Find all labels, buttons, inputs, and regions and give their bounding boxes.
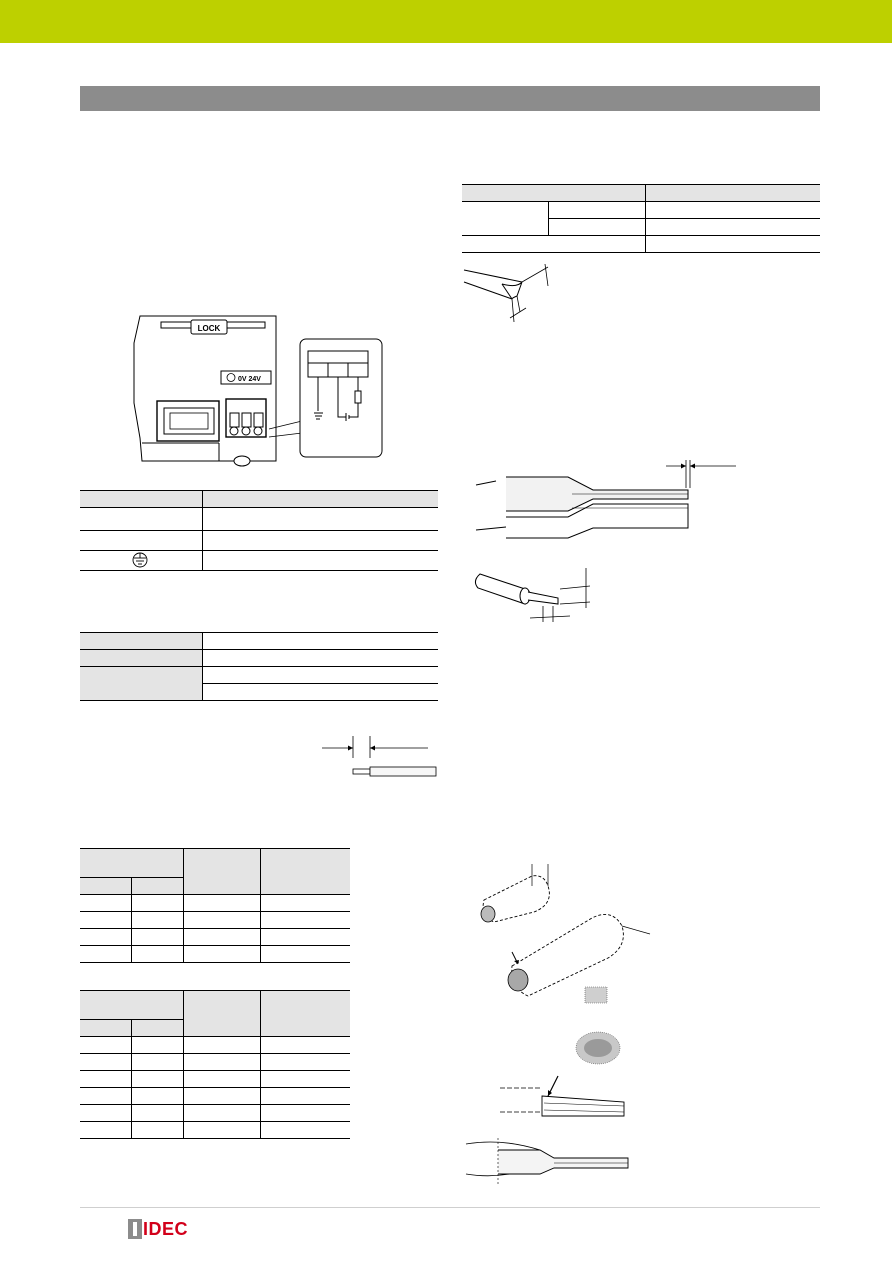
insertion-figure-1 bbox=[500, 1075, 625, 1117]
insertion-figure-2 bbox=[465, 1138, 629, 1184]
logo-mark-icon bbox=[128, 1219, 142, 1239]
brand-name: IDEC bbox=[143, 1219, 189, 1239]
ferrule-table-2 bbox=[80, 990, 350, 1139]
ground-icon bbox=[132, 552, 148, 568]
strip-length-figure bbox=[322, 736, 437, 777]
footer-divider bbox=[80, 1207, 820, 1208]
brand-logo: IDEC bbox=[128, 1219, 188, 1239]
wire-spec-table bbox=[80, 632, 438, 701]
crimped-ferrule-figure bbox=[480, 864, 651, 997]
screwdriver-figure bbox=[463, 263, 549, 323]
terminal-label: 0V 24V bbox=[238, 376, 261, 383]
lock-label: LOCK bbox=[198, 324, 221, 333]
wire-cross-section-small bbox=[584, 986, 608, 1004]
section-title-bar bbox=[80, 86, 820, 111]
device-terminal-figure: LOCK 0V 24V bbox=[133, 315, 383, 467]
ferrule-pin-figure bbox=[474, 568, 591, 622]
ferrule-table-1 bbox=[80, 848, 350, 963]
ferrule-section-figure bbox=[475, 460, 736, 539]
terminal-table bbox=[80, 490, 438, 571]
spec-table-top-right bbox=[462, 184, 820, 253]
wire-cross-section-large bbox=[575, 1031, 621, 1065]
header-band bbox=[0, 0, 892, 43]
